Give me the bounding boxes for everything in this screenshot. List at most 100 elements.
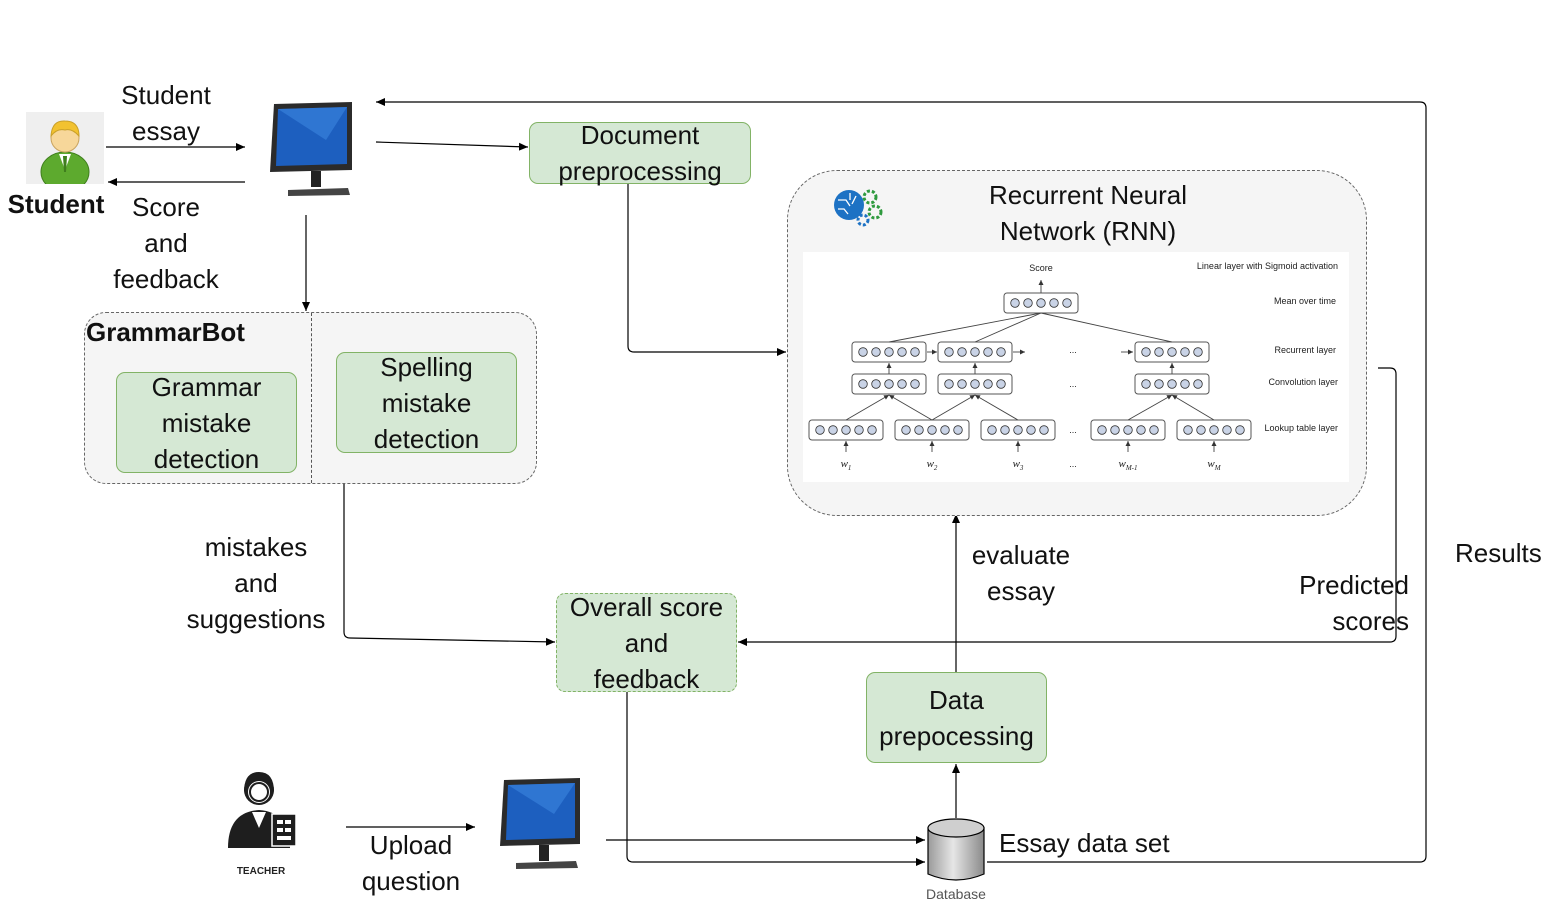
fig-conv-block-unit <box>858 379 868 389</box>
fig-mean-block-unit <box>1023 298 1033 308</box>
fig-lookup-block-unit <box>901 425 911 435</box>
rnn-title: Recurrent Neural Network (RNN) <box>989 180 1187 246</box>
edge-results-to-monitor <box>376 98 1427 863</box>
student-icon <box>40 120 90 193</box>
fig-conv-block-unit <box>1154 379 1164 389</box>
fig-recurrent-block-unit <box>897 347 907 357</box>
fig-conv-block-unit <box>910 379 920 389</box>
fig-recurrent-block-unit <box>910 347 920 357</box>
fig-lookup-block-unit <box>1013 425 1023 435</box>
document-preprocessing-box: Document preprocessing <box>529 120 751 186</box>
fig-recurrent-block-unit <box>1154 347 1164 357</box>
predicted-scores-label: Predicted scores <box>1299 570 1409 636</box>
student-monitor-icon <box>270 102 352 196</box>
fig-recurrent-label: Recurrent layer <box>1274 345 1336 355</box>
teacher-icon <box>228 772 297 848</box>
fig-lookup-block-unit <box>1183 425 1193 435</box>
fig-lookup-block-unit <box>854 425 864 435</box>
fig-lookup-block-unit <box>1097 425 1107 435</box>
fig-recurrent-block-unit <box>871 347 881 357</box>
fig-mean-label: Mean over time <box>1274 296 1336 306</box>
data-preprocessing-box: Data prepocessing <box>866 672 1047 763</box>
fig-lookup-block-unit <box>1039 425 1049 435</box>
fig-mean-block-unit <box>1049 298 1059 308</box>
fig-lookup-block-unit <box>1196 425 1206 435</box>
fig-look-to-conv <box>974 394 1019 421</box>
fig-lookup-block-unit <box>1026 425 1036 435</box>
fig-lookup-block-unit <box>953 425 963 435</box>
teacher-monitor-icon <box>500 778 580 869</box>
fig-recurrent-block-unit <box>1180 347 1190 357</box>
fig-linear-label: Linear layer with Sigmoid activation <box>1197 261 1338 271</box>
fig-look-to-conv <box>1171 394 1215 421</box>
student-essay-label: Student essay <box>121 80 211 146</box>
brain-gear-icon <box>834 189 883 227</box>
database-icon <box>927 818 985 881</box>
fig-score-label: Score <box>1029 263 1053 273</box>
fig-mean-block-unit <box>1036 298 1046 308</box>
mistakes-suggestions-label: mistakes and suggestions <box>186 532 326 634</box>
fig-conv-block-unit <box>944 379 954 389</box>
fig-lookup-block-unit <box>1123 425 1133 435</box>
upload-question-label: Upload question <box>361 830 461 896</box>
fig-conv-block-unit <box>1180 379 1190 389</box>
fig-conv-label: Convolution layer <box>1268 377 1338 387</box>
fig-recurrent-block-unit <box>1167 347 1177 357</box>
fig-ellipsis-conv: ... <box>1069 379 1077 389</box>
grammarbot-divider <box>311 313 312 483</box>
fig-mean-block-unit <box>1062 298 1072 308</box>
edge-rnn-to-overall <box>738 367 1397 646</box>
grammarbot-title: GrammarBot <box>86 317 245 347</box>
fig-recurrent-block-unit <box>996 347 1006 357</box>
fig-recurrent-block-unit <box>884 347 894 357</box>
fig-rec-to-mean <box>888 312 1042 343</box>
edge-monitor-to-docprep <box>375 141 529 151</box>
fig-lookup-block-unit <box>1000 425 1010 435</box>
fig-conv-block-unit <box>897 379 907 389</box>
fig-lookup-block-unit <box>815 425 825 435</box>
fig-word-label: w2 <box>927 458 938 472</box>
edge-grammarbot-to-overall <box>343 483 556 646</box>
fig-look-to-conv <box>931 394 976 421</box>
fig-conv-block-unit <box>996 379 1006 389</box>
fig-word-label: ... <box>1069 459 1077 469</box>
database-caption: Database <box>926 886 986 902</box>
fig-conv-block-unit <box>970 379 980 389</box>
fig-lookup-block-unit <box>828 425 838 435</box>
fig-look-to-conv <box>888 394 933 421</box>
fig-look-to-conv <box>845 394 890 421</box>
edge-overall-to-database <box>626 692 925 866</box>
fig-lookup-label: Lookup table layer <box>1264 423 1338 433</box>
fig-look-to-conv <box>1127 394 1173 421</box>
fig-lookup-block-unit <box>987 425 997 435</box>
fig-word-label: wM-1 <box>1118 458 1137 472</box>
fig-ellipsis-recurrent: ... <box>1069 345 1077 355</box>
fig-word-label: wM <box>1207 458 1221 472</box>
fig-lookup-block-unit <box>1235 425 1245 435</box>
fig-mean-block-unit <box>1010 298 1020 308</box>
fig-conv-block-unit <box>1141 379 1151 389</box>
fig-word-label: w3 <box>1013 458 1024 472</box>
evaluate-essay-label: evaluate essay <box>971 540 1071 606</box>
fig-recurrent-block-unit <box>970 347 980 357</box>
fig-lookup-block-unit <box>1209 425 1219 435</box>
fig-lookup-block-unit <box>867 425 877 435</box>
score-feedback-label: Score and feedback <box>113 192 219 294</box>
student-label: Student <box>7 189 105 219</box>
fig-lookup-block-unit <box>841 425 851 435</box>
fig-lookup-block-unit <box>940 425 950 435</box>
fig-conv-block-unit <box>1167 379 1177 389</box>
fig-recurrent-block-unit <box>1141 347 1151 357</box>
essay-data-set-label: Essay data set <box>999 828 1170 858</box>
fig-recurrent-block-unit <box>944 347 954 357</box>
overall-score-box: Overall score and feedback <box>556 592 737 694</box>
spelling-mistake-box: Spelling mistake detection <box>336 352 517 454</box>
student-avatar <box>26 112 104 193</box>
fig-word-label: w1 <box>841 458 852 472</box>
fig-recurrent-block-unit <box>983 347 993 357</box>
fig-recurrent-block-unit <box>858 347 868 357</box>
fig-lookup-block-unit <box>1149 425 1159 435</box>
fig-lookup-block-unit <box>1110 425 1120 435</box>
fig-recurrent-block-unit <box>1193 347 1203 357</box>
